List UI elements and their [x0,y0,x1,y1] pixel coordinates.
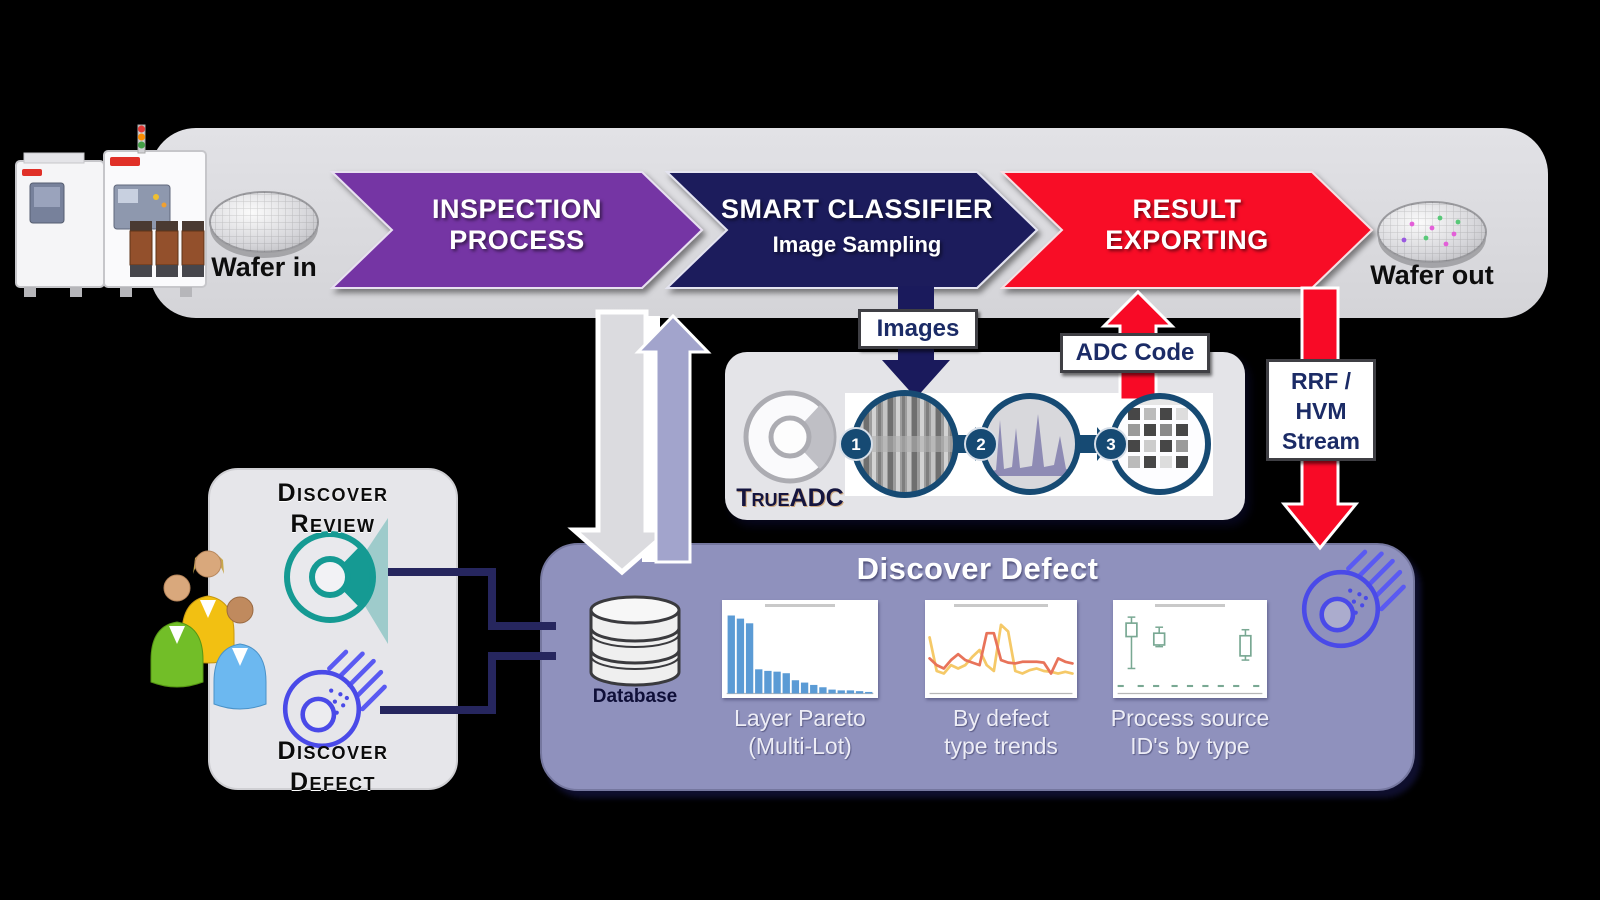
users-group-icon [150,550,267,710]
process-source-caption: Process source ID's by type [1105,704,1275,760]
rrf-line: HVM [1295,397,1347,424]
inspection-tool-illustration [15,124,207,297]
caption-line: ID's by type [1130,733,1250,760]
defect-trend-caption: By defect type trends [925,704,1077,760]
caption-line: Layer Pareto [734,705,866,731]
discover-defect-logo [285,652,384,746]
step-smart-classifier: SMART CLASSIFIER Image Sampling [712,194,1002,258]
step-label: EXPORTING [1105,225,1269,256]
step-label: RESULT [1132,194,1242,224]
discover-defect-panel-title: Discover Defect [218,736,448,799]
wafer-in-label: Wafer in [211,252,317,282]
review-defect-connectors [380,568,556,714]
step-inspection-process: INSPECTION PROCESS [377,194,657,256]
step-result-exporting: RESULT EXPORTING [1047,194,1327,256]
chart-title-strip [1155,604,1225,607]
badge-1: 1 [851,435,860,454]
discover-apps-panel [208,468,458,790]
discover-review-title: Discover Review [218,478,448,541]
caption-line: type trends [944,733,1058,760]
discover-defect-title: Discover Defect [856,551,1099,586]
signal-tower-icon [137,124,146,154]
defect-trend-chart [925,600,1077,698]
process-source-chart [1113,600,1267,698]
step-badges: 1 2 3 [839,427,1128,461]
caption-line: (Multi-Lot) [748,733,852,760]
rrf-line: Stream [1282,427,1360,454]
adc-code-tag: ADC Code [1060,333,1210,373]
chevron-inspection-process [329,171,704,289]
trueadc-brand-suffix: ADC [789,484,844,512]
images-tag: Images [858,309,978,349]
load-ports [129,221,205,277]
caption-line: Process source [1110,705,1270,731]
wafer-in-icon [209,191,319,259]
trueadc-logo-icon [743,390,837,484]
database-icon [589,595,681,687]
layer-pareto-caption: Layer Pareto (Multi-Lot) [722,704,878,760]
discover-review-logo [284,518,388,644]
rrf-hvm-stream-tag: RRF / HVM Stream [1266,359,1376,461]
trueadc-brand: TrueADC [720,484,860,513]
chart-title-strip [764,604,836,607]
user-green [150,574,204,688]
title-line: Review [290,510,376,539]
chart-title-strip [953,604,1049,607]
chevron-smart-classifier [664,171,1039,289]
database-to-inspection-arrow [634,313,712,564]
wafer-out-icon [1377,201,1487,269]
trueadc-brand-prefix: True [736,484,790,512]
badge-2: 2 [976,435,985,454]
badge-3: 3 [1106,435,1115,454]
step-sublabel: Image Sampling [772,232,942,258]
layer-pareto-chart [722,600,878,698]
adc-step-circles: 1 2 3 [839,390,1211,498]
wafer-out-label: Wafer out [1370,260,1494,290]
caption-line: By defect [953,705,1049,731]
step-label: PROCESS [449,225,585,256]
database-label: Database [592,686,678,707]
user-blue [213,596,267,710]
title-line: Discover [277,479,389,507]
step-label: SMART CLASSIFIER [720,194,993,224]
title-line: Defect [289,768,377,797]
step-label: INSPECTION [431,194,603,224]
title-line: Discover [277,737,389,765]
rrf-line: RRF / [1290,368,1352,394]
defect-gallery-circle [1109,393,1211,495]
